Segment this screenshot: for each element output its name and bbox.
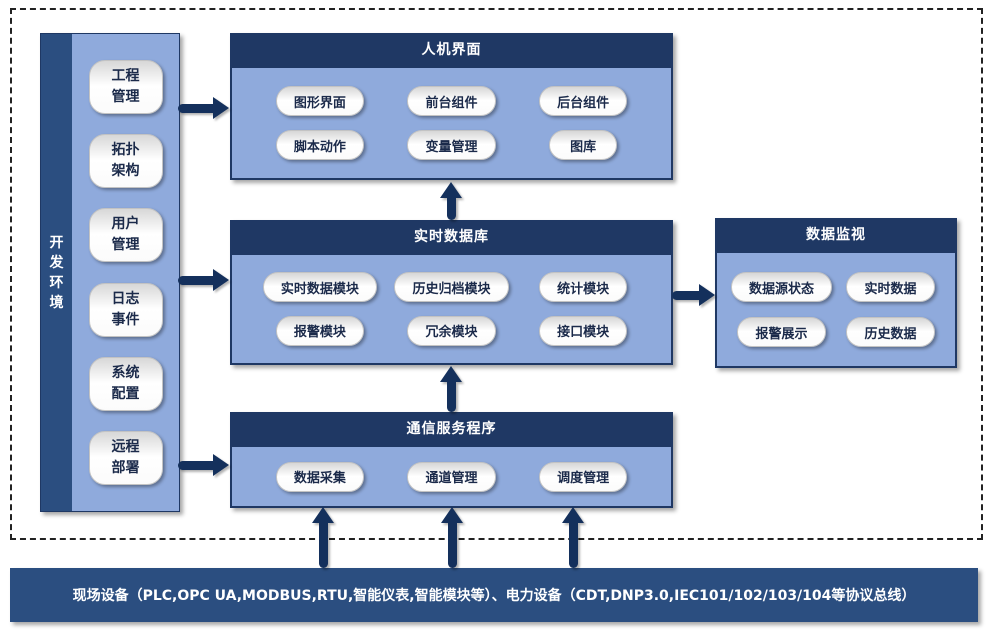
comm-module-channel-management: 通道管理 — [407, 461, 496, 492]
arrow-bus-to-comm-center-icon — [441, 507, 463, 568]
panel-rtdb-body: 实时数据模块 历史归档模块 统计模块 报警模块 冗余模块 接口模块 — [232, 255, 671, 363]
monitor-module-history-data: 历史数据 — [846, 317, 935, 347]
dev-tool-topology: 拓扑 架构 — [88, 134, 163, 189]
field-device-bus-label: 现场设备（PLC,OPC UA,MODBUS,RTU,智能仪表,智能模块等）、电… — [72, 588, 916, 604]
hmi-module-script-actions: 脚本动作 — [275, 130, 364, 160]
panel-hmi: 人机界面 图形界面 前台组件 后台组件 脚本动作 变量管理 图库 — [230, 33, 673, 180]
dev-tool-project-management: 工程 管理 — [88, 60, 163, 115]
rtdb-module-interface: 接口模块 — [539, 315, 628, 346]
rtdb-module-history-archive: 历史归档模块 — [394, 272, 509, 303]
arrow-rtdb-to-monitor-icon — [672, 284, 715, 306]
rtdb-module-alarm: 报警模块 — [275, 315, 364, 346]
arrow-bus-to-comm-left-icon — [312, 507, 334, 568]
monitor-module-alarm-display: 报警展示 — [737, 317, 826, 347]
monitor-module-realtime-data: 实时数据 — [846, 272, 935, 302]
hmi-module-variable-management: 变量管理 — [407, 130, 496, 160]
dev-tool-system-config: 系统 配置 — [88, 356, 163, 411]
comm-module-dispatch-management: 调度管理 — [539, 461, 628, 492]
dev-env-title-bar: 开发环境 — [41, 34, 72, 511]
rtdb-module-statistics: 统计模块 — [539, 272, 628, 303]
arrow-bus-to-comm-right-icon — [562, 507, 584, 568]
dev-tool-user-management: 用户 管理 — [88, 208, 163, 263]
panel-communication-service: 通信服务程序 数据采集 通道管理 调度管理 — [230, 412, 673, 508]
development-environment-boundary — [10, 8, 983, 540]
rtdb-module-realtime-data: 实时数据模块 — [262, 272, 377, 303]
hmi-module-backend-components: 后台组件 — [539, 86, 628, 116]
panel-comm-title: 通信服务程序 — [232, 414, 671, 447]
rtdb-module-redundancy: 冗余模块 — [407, 315, 496, 346]
arrow-rtdb-to-hmi-icon — [440, 182, 462, 220]
dev-tool-log-events: 日志 事件 — [88, 282, 163, 337]
monitor-module-datasource-status: 数据源状态 — [730, 272, 832, 302]
comm-module-data-acquisition: 数据采集 — [275, 461, 364, 492]
panel-hmi-title: 人机界面 — [232, 35, 671, 68]
arrow-dev-to-hmi-icon — [178, 97, 229, 119]
panel-monitor-title: 数据监视 — [717, 220, 955, 253]
panel-realtime-database: 实时数据库 实时数据模块 历史归档模块 统计模块 报警模块 冗余模块 接口模块 — [230, 220, 673, 365]
hmi-module-graphic-interface: 图形界面 — [275, 86, 364, 116]
arrow-dev-to-rtdb-icon — [178, 269, 229, 291]
dev-env-tools-column: 工程 管理 拓扑 架构 用户 管理 日志 事件 系统 配置 远程 部署 — [72, 34, 179, 511]
panel-data-monitoring: 数据监视 数据源状态 实时数据 报警展示 历史数据 — [715, 218, 957, 368]
field-device-bus-bar: 现场设备（PLC,OPC UA,MODBUS,RTU,智能仪表,智能模块等）、电… — [10, 568, 978, 622]
hmi-module-gallery: 图库 — [549, 130, 618, 160]
dev-tool-remote-deploy: 远程 部署 — [88, 430, 163, 485]
panel-rtdb-title: 实时数据库 — [232, 222, 671, 255]
hmi-module-frontend-components: 前台组件 — [407, 86, 496, 116]
panel-comm-body: 数据采集 通道管理 调度管理 — [232, 447, 671, 506]
panel-hmi-body: 图形界面 前台组件 后台组件 脚本动作 变量管理 图库 — [232, 68, 671, 178]
dev-env-label: 开发环境 — [49, 234, 64, 311]
arrow-dev-to-comm-icon — [178, 454, 229, 476]
dev-env-block: 开发环境 工程 管理 拓扑 架构 用户 管理 日志 事件 系统 配置 远程 部署 — [40, 33, 180, 512]
panel-monitor-body: 数据源状态 实时数据 报警展示 历史数据 — [717, 253, 955, 366]
arrow-comm-to-rtdb-icon — [440, 366, 462, 412]
